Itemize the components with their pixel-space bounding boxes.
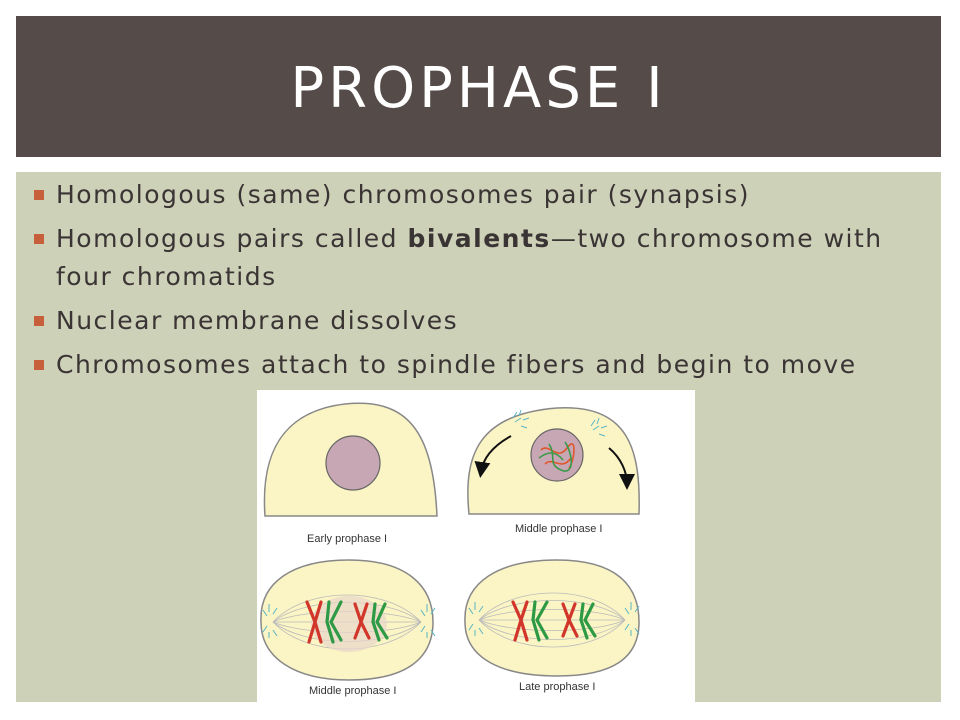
centrosome-icon	[262, 604, 436, 638]
caption-middle-prophase-a: Middle prophase I	[515, 523, 602, 535]
bullet-text-before: Homologous pairs called	[56, 224, 408, 253]
nucleus	[325, 435, 381, 491]
bullet-text: Chromosomes attach to spindle fibers and…	[56, 350, 857, 379]
bullet-item: Homologous pairs called bivalents—two ch…	[34, 220, 914, 296]
caption-late-prophase: Late prophase I	[519, 681, 595, 693]
bullet-square-icon	[34, 234, 44, 244]
tangled-chromosomes	[538, 441, 575, 472]
caption-early-prophase: Early prophase I	[307, 533, 387, 545]
content-area: Homologous (same) chromosomes pair (syna…	[16, 172, 941, 702]
left-movement-arrow	[474, 435, 512, 478]
bullet-list: Homologous (same) chromosomes pair (syna…	[34, 176, 914, 390]
slide-title: PROPHASE I	[290, 56, 667, 121]
prophase-diagram: Early prophase I Middle prophase	[260, 402, 640, 697]
bullet-item: Chromosomes attach to spindle fibers and…	[34, 346, 914, 384]
bullet-text: Homologous (same) chromosomes pair (syna…	[56, 180, 751, 209]
bullet-item: Homologous (same) chromosomes pair (syna…	[34, 176, 914, 214]
centrosome-icon	[468, 602, 640, 636]
title-bar: PROPHASE I	[16, 16, 941, 157]
bullet-text-after: —two chromosome with four chromatids	[56, 224, 883, 291]
bivalent-chromosomes	[511, 600, 597, 642]
spindle-fibers	[478, 592, 626, 648]
bivalent-chromosomes	[305, 600, 389, 644]
bullet-square-icon	[34, 360, 44, 370]
bullet-square-icon	[34, 190, 44, 200]
bullet-text: Nuclear membrane dissolves	[56, 306, 459, 335]
caption-middle-prophase-b: Middle prophase I	[309, 685, 396, 697]
panel-middle-prophase-b: Middle prophase I	[260, 559, 436, 697]
centrosome-icon	[512, 409, 608, 437]
panel-late-prophase: Late prophase I	[464, 559, 640, 693]
bullet-square-icon	[34, 316, 44, 326]
panel-middle-prophase-a: Middle prophase I	[467, 407, 640, 535]
bullet-bold-term: bivalents	[407, 224, 551, 253]
bullet-item: Nuclear membrane dissolves	[34, 302, 914, 340]
cell-outline	[464, 559, 640, 677]
right-movement-arrow	[608, 447, 635, 490]
prophase-figure: Early prophase I Middle prophase	[257, 390, 695, 702]
panel-early-prophase: Early prophase I	[263, 402, 438, 545]
